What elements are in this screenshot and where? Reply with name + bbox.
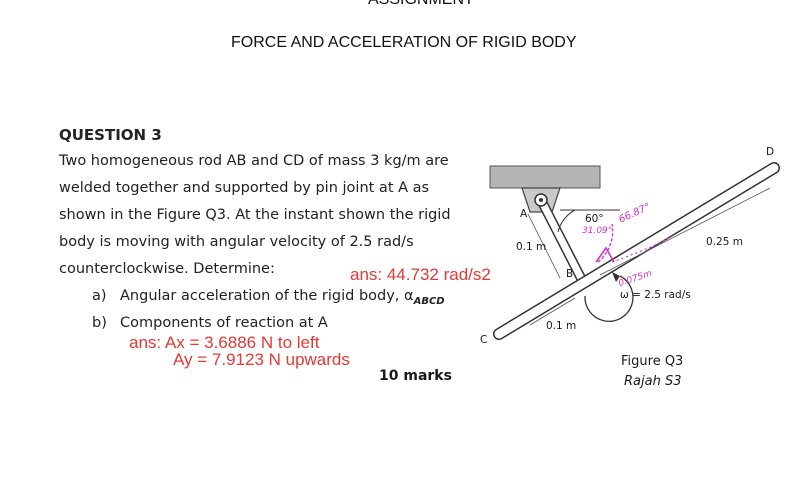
label-a: A [520, 208, 528, 220]
question-line-2: welded together and supported by pin joi… [59, 180, 430, 196]
handwritten-arc-2 [611, 235, 673, 263]
omega-arrowhead [612, 272, 620, 282]
angle-label: 60° [585, 213, 604, 225]
pin-a-center [539, 198, 543, 202]
rod-ab [536, 195, 588, 287]
question-line-5: counterclockwise. Determine: [59, 261, 275, 277]
part-a-label: a) [92, 288, 107, 304]
handwritten-arrow [595, 246, 615, 263]
dim-ab-line [527, 213, 561, 279]
angle-arc [557, 209, 576, 233]
part-b-label: b) [92, 315, 107, 331]
answer-alpha: ans: 44.732 rad/s2 [350, 265, 491, 284]
figure-caption-malay: Rajah S3 [624, 374, 682, 389]
subject-title: FORCE AND ACCELERATION OF RIGID BODY [231, 34, 577, 51]
dim-bd-label: 0.25 m [706, 236, 743, 248]
question-line-1: Two homogeneous rod AB and CD of mass 3 … [59, 153, 449, 169]
rod-cd [493, 162, 780, 340]
dim-bc-label: 0.1 m [546, 320, 577, 332]
dim-bc-line [529, 297, 576, 326]
omega-label: ω = 2.5 rad/s [620, 289, 691, 301]
handwritten-angle-1: 31.09° [582, 226, 613, 236]
label-d: D [766, 146, 775, 158]
part-a-subscript: ABCD [413, 295, 445, 307]
part-a-main: Angular acceleration of the rigid body, … [120, 288, 414, 304]
assignment-title: ASSIGNMENT [368, 0, 474, 9]
label-c: C [480, 334, 488, 346]
ceiling-support [489, 165, 601, 189]
question-heading: QUESTION 3 [59, 126, 162, 144]
part-b-text: Components of reaction at A [120, 315, 328, 331]
question-line-4: body is moving with angular velocity of … [59, 234, 414, 250]
question-line-3: shown in the Figure Q3. At the instant s… [59, 207, 451, 223]
label-b: B [566, 268, 574, 280]
marks-label: 10 marks [379, 368, 452, 384]
answer-ax: ans: Ax = 3.6886 N to left [129, 333, 320, 352]
figure-caption: Figure Q3 [621, 354, 684, 369]
dim-bd-line [599, 187, 771, 276]
part-a-text: Angular acceleration of the rigid body, … [120, 288, 445, 307]
omega-arc [584, 275, 634, 322]
handwritten-arc [597, 223, 614, 263]
answer-ay: Ay = 7.9123 N upwards [173, 350, 350, 369]
dim-ab-label: 0.1 m [516, 241, 547, 253]
